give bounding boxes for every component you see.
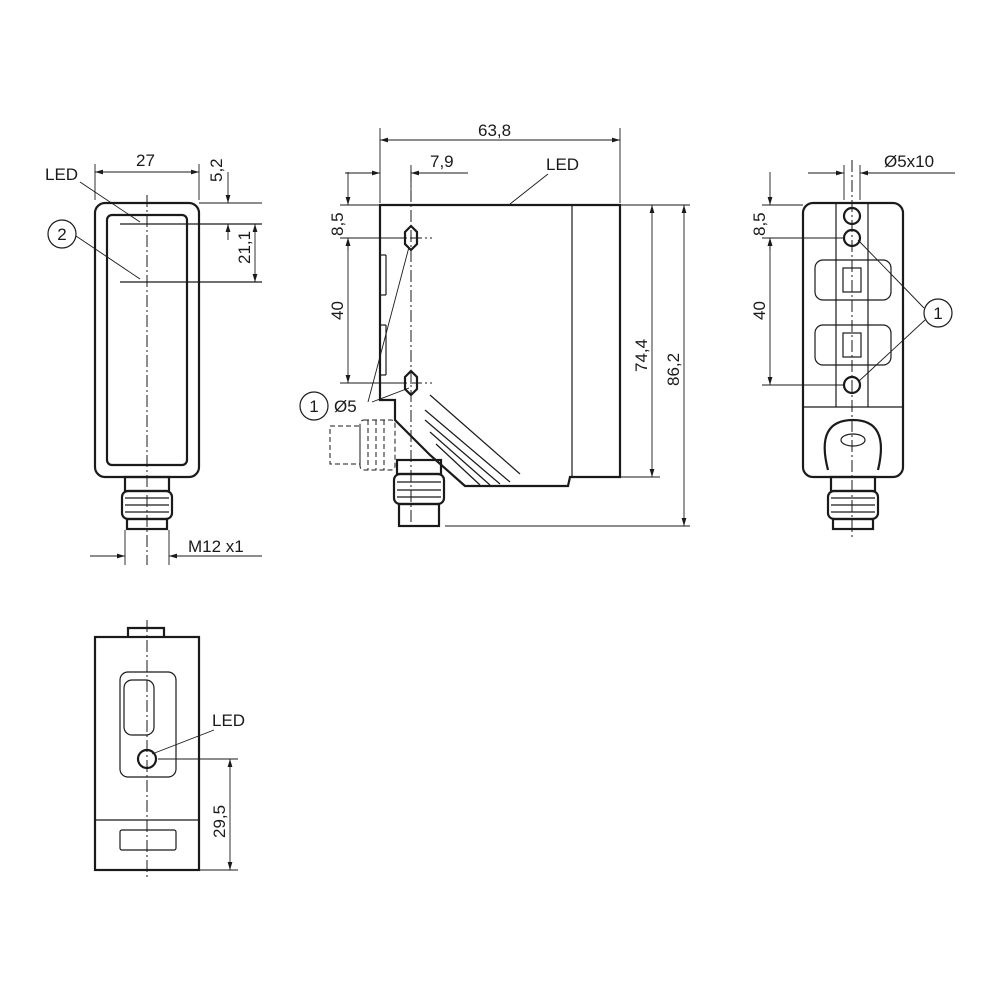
dim-side-height-total: 86,2 (664, 353, 683, 386)
balloon-1-rear-text: 1 (933, 304, 942, 323)
balloon-1-side (299, 391, 329, 421)
dim-side-hole-offset: 7,9 (430, 152, 454, 171)
balloon-2 (47, 219, 77, 249)
balloon-2-text: 2 (57, 225, 66, 244)
rear-indicator-lower (814, 324, 892, 366)
bottom-tab (126, 626, 166, 637)
bottom-lens (119, 829, 177, 851)
rear-connector (826, 475, 880, 531)
side-hole-bottom (403, 369, 419, 397)
rear-swivel (823, 418, 883, 471)
label-led-bottom: LED (212, 711, 245, 730)
balloon-1-side-text: 1 (309, 397, 318, 416)
dim-rear-slot: Ø5x10 (884, 152, 934, 171)
front-view: 27 5,2 21,1 LED 2 M12 x1 (45, 151, 262, 565)
dim-side-height-body: 74,4 (632, 339, 651, 372)
dim-side-width: 63,8 (478, 121, 511, 140)
side-hole-top (403, 224, 419, 252)
rear-housing (801, 201, 905, 479)
bottom-view: LED 29,5 (93, 620, 245, 880)
dim-side-hole-spacing: 40 (328, 301, 347, 320)
balloon-1-rear (923, 298, 953, 328)
dim-front-led-height: 21,1 (235, 231, 254, 264)
dim-side-hole-top: 8,5 (328, 212, 347, 236)
dim-rear-hole-top: 8,5 (750, 212, 769, 236)
rear-view: Ø5x10 8,5 40 1 (750, 152, 955, 540)
hidden-connector (329, 419, 396, 471)
rear-indicator-upper (814, 259, 892, 301)
dim-front-width: 27 (136, 151, 155, 170)
side-angled-connector (392, 394, 521, 528)
side-view: 63,8 7,9 LED 8,5 40 1 Ø5 74,4 86,2 (299, 121, 690, 530)
side-housing (378, 203, 622, 488)
dim-bottom-led-offset: 29,5 (210, 805, 229, 838)
front-connector (120, 475, 174, 531)
dim-rear-hole-spacing: 40 (750, 301, 769, 320)
label-led-side: LED (546, 155, 579, 174)
dim-front-top-offset: 5,2 (207, 158, 226, 182)
bottom-connector-socket (123, 679, 155, 736)
dim-thread: M12 x1 (188, 537, 244, 556)
dim-side-hole-dia: Ø5 (334, 397, 357, 416)
label-led-front: LED (45, 165, 78, 184)
